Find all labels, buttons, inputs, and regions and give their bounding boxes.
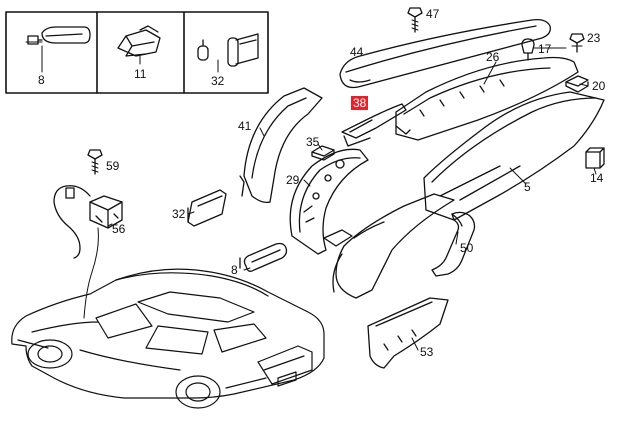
inset-label-32: 32 bbox=[211, 74, 225, 88]
callout-56: 56 bbox=[112, 222, 126, 236]
detail-inset-box bbox=[5, 11, 269, 94]
callout-38-highlighted: 38 bbox=[351, 96, 369, 110]
callout-32: 32 bbox=[172, 207, 186, 221]
callout-14: 14 bbox=[590, 171, 604, 185]
clip-20 bbox=[565, 75, 589, 93]
screw-59 bbox=[87, 149, 103, 175]
callout-53: 53 bbox=[420, 345, 434, 359]
block-14 bbox=[585, 147, 605, 169]
callout-44: 44 bbox=[350, 45, 364, 59]
inset-grommet-strip-32 bbox=[197, 33, 259, 73]
leader-lines bbox=[107, 47, 597, 351]
strip-8 bbox=[239, 242, 288, 272]
panel-26 bbox=[395, 56, 579, 141]
clip-17 bbox=[521, 38, 535, 61]
callout-23: 23 bbox=[587, 31, 601, 45]
screw-47 bbox=[407, 7, 423, 33]
pipe-50 bbox=[431, 211, 476, 277]
callout-8: 8 bbox=[231, 263, 238, 277]
callout-59: 59 bbox=[106, 159, 120, 173]
rail-44 bbox=[339, 18, 551, 89]
callout-20: 20 bbox=[592, 79, 606, 93]
screw-23 bbox=[569, 33, 585, 53]
callout-47: 47 bbox=[426, 7, 440, 21]
pillar-trim-41 bbox=[239, 87, 323, 204]
trim-piece-38 bbox=[341, 103, 407, 147]
callout-5: 5 bbox=[524, 180, 531, 194]
sensor-56 bbox=[53, 185, 123, 319]
inset-label-8: 8 bbox=[38, 73, 45, 87]
callout-17: 17 bbox=[538, 42, 552, 56]
callout-41: 41 bbox=[238, 119, 252, 133]
vent-housing-29 bbox=[289, 148, 369, 255]
inset-clip-strip-8 bbox=[25, 26, 91, 73]
inset-bracket-11 bbox=[117, 25, 161, 65]
callout-50: 50 bbox=[460, 241, 474, 255]
duct-5 bbox=[323, 91, 605, 299]
callout-29: 29 bbox=[286, 173, 300, 187]
strip-32 bbox=[187, 189, 227, 227]
callout-26: 26 bbox=[486, 50, 500, 64]
car-illustration bbox=[11, 268, 325, 409]
panel-53 bbox=[367, 297, 449, 369]
inset-label-11: 11 bbox=[134, 67, 147, 81]
callout-35: 35 bbox=[306, 135, 320, 149]
